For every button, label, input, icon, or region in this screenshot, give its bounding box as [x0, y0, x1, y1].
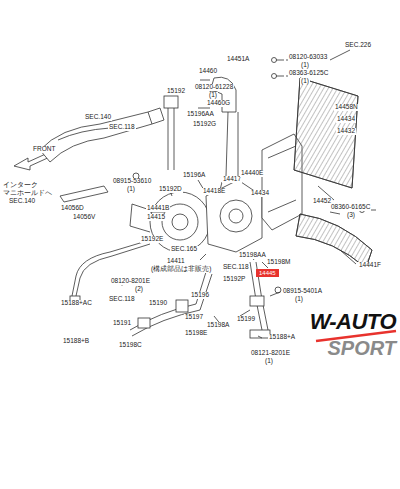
callout-number: (1) [126, 186, 136, 193]
callout-number: SEC.140 [84, 114, 112, 121]
callout-number: 08915-53610 [112, 178, 152, 185]
callout-number: 14451A [226, 56, 250, 63]
callout-number: SEC.226 [344, 42, 372, 49]
callout-number: 08120-63033 [288, 54, 328, 61]
callout-number: 15198AA [238, 252, 267, 259]
callout-number: 15188+A [268, 334, 296, 341]
callout-number: 14418E [202, 188, 226, 195]
callout-number: インターク [2, 182, 39, 189]
watermark: SPORT [326, 338, 397, 359]
callout-number: 14411 [166, 258, 186, 265]
callout-number: 14432 [336, 128, 356, 135]
callout-number: SEC.165 [170, 246, 198, 253]
watermark: W-AUTO [309, 310, 397, 333]
callout-number: 15190 [148, 300, 168, 307]
callout-number: 08120-8201E [110, 278, 151, 285]
callout-number: (1) [294, 296, 304, 303]
callout-number: 14458N [334, 104, 359, 111]
callout-number: 14417 [222, 176, 242, 183]
callout-number: 15192G [192, 121, 217, 128]
callout-number: SEC.118 [108, 124, 136, 131]
callout-number: 15192D [158, 186, 183, 193]
callout-number: FRONT [32, 146, 56, 153]
callout-number: 14434 [336, 116, 356, 123]
callout-number: 14441F [358, 262, 382, 269]
callout-number: 14460G [206, 100, 231, 107]
callout-number: (1) [264, 358, 274, 365]
callout-number: 14445 [259, 270, 276, 276]
callout-number: (3) [346, 212, 356, 219]
callout-number: SEC.140 [8, 198, 36, 205]
callout-number: 14440E [240, 170, 264, 177]
callout-number: 15198E [184, 330, 208, 337]
callout-number: 15198M [266, 259, 292, 266]
callout-number: SEC.118 [222, 264, 250, 271]
callout-number: 08360-6165C [330, 204, 371, 211]
callout-number: 15188+B [62, 338, 90, 345]
callout-number: (構成部品は非販売) [150, 266, 212, 273]
callout-number: 15191 [112, 320, 132, 327]
callout-number: (1) [208, 92, 218, 99]
callout-number: 15198A [206, 322, 230, 329]
callout-number: 15197 [184, 314, 204, 321]
callout-number: (1) [300, 62, 310, 69]
callout-number: 08915-5401A [282, 288, 323, 295]
callout-number: SEC.118 [108, 296, 136, 303]
callout-number: (1) [300, 78, 310, 85]
callout-number: 15196 [190, 292, 210, 299]
callout-number: 08121-8201E [250, 350, 291, 357]
callout-number: 14056V [72, 214, 96, 221]
callout-number: 15192E [140, 236, 164, 243]
callout-number: 15192 [166, 88, 186, 95]
callout-number: 08120-61228 [194, 84, 234, 91]
callout-number: 15199 [236, 316, 256, 323]
callout-number: 14056D [60, 205, 85, 212]
callout-number: 14460 [198, 68, 218, 75]
callout-number: 15198C [118, 342, 143, 349]
callout-number: 14415 [146, 214, 166, 221]
callout-number: 14441B [146, 205, 170, 212]
highlight-callout: 14445 [256, 269, 279, 277]
callout-number: 15196AA [186, 111, 215, 118]
callout-number: 15188+AC [60, 300, 93, 307]
callout-number: 14434 [250, 190, 270, 197]
callout-number: 15196A [182, 172, 206, 179]
callout-number: 15192P [222, 276, 246, 283]
callout-number: (2) [134, 286, 144, 293]
callout-number: 08363-6125C [288, 70, 329, 77]
callout-number: マニホールドへ [2, 190, 53, 197]
